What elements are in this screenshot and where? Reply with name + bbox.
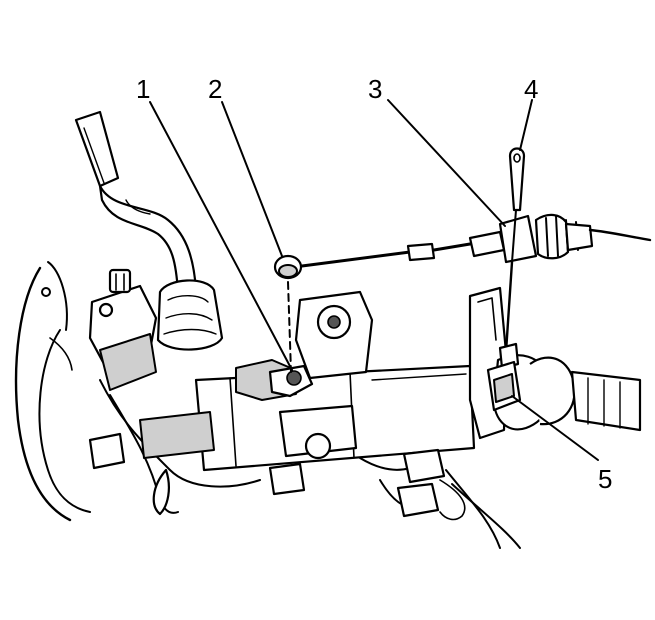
column-lock-bracket bbox=[486, 360, 522, 412]
wiring-harness bbox=[88, 379, 521, 549]
leader-line-1 bbox=[149, 101, 293, 371]
park-lock-cable bbox=[300, 213, 652, 268]
callout-3: 3 bbox=[368, 74, 382, 104]
leader-line-4 bbox=[519, 99, 533, 151]
gear-shift-lever bbox=[74, 110, 198, 294]
leader-line-5 bbox=[511, 395, 599, 461]
column-mount-plate bbox=[468, 286, 642, 440]
cable-end-grommet bbox=[273, 254, 303, 373]
shift-lever-boot bbox=[156, 279, 224, 351]
leader-line-2 bbox=[221, 101, 283, 257]
leader-line-3 bbox=[387, 99, 506, 227]
callout-5: 5 bbox=[598, 464, 612, 494]
ignition-lock-housing bbox=[88, 268, 158, 391]
steering-wheel-edge bbox=[14, 261, 91, 522]
callout-2: 2 bbox=[208, 74, 222, 104]
leader-lines bbox=[149, 99, 599, 461]
callout-4: 4 bbox=[524, 74, 538, 104]
callout-1: 1 bbox=[136, 74, 150, 104]
shift-interlock-bracket bbox=[235, 359, 314, 401]
